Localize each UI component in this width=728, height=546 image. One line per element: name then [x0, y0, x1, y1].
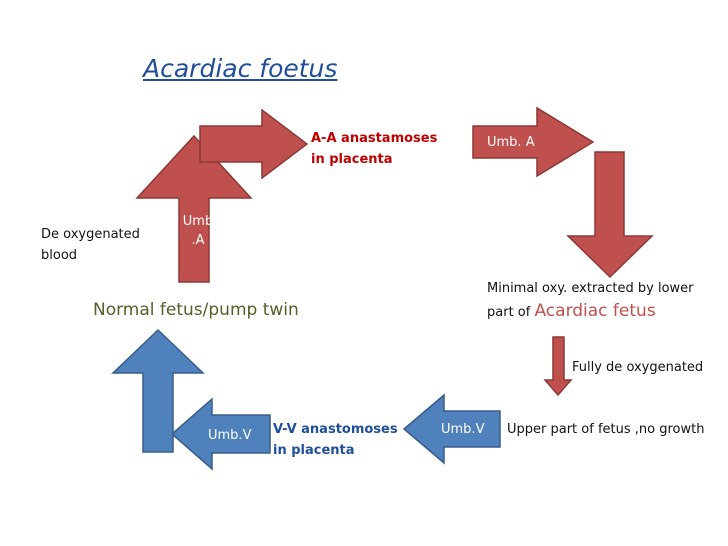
page-title: Acardiac foetus	[143, 54, 338, 83]
vv-anastomoses-label: V-V anastomoses in placenta	[273, 422, 398, 458]
arrow-down-small-icon	[543, 336, 573, 397]
aa-anastamoses-label: A-A anastamoses in placenta	[311, 131, 438, 167]
umb-v-right-label: Umb.V	[441, 422, 485, 437]
arrow-up-blue-icon	[111, 328, 205, 453]
arrow-right-top-right-icon	[472, 106, 595, 178]
umb-v-left-label: Umb.V	[208, 428, 252, 443]
arrow-left-right-icon	[402, 393, 501, 465]
normal-fetus-label: Normal fetus/pump twin	[93, 300, 299, 320]
minimal-oxy-label: Minimal oxy. extracted by lower part of …	[487, 281, 694, 321]
deoxygenated-blood-label: De oxygenated blood	[41, 227, 140, 263]
umb-a-left-label: Umb .A	[182, 214, 214, 248]
upper-part-label: Upper part of fetus ,no growth	[507, 422, 705, 437]
arrow-left-left-icon	[170, 397, 271, 471]
arrow-down-right-icon	[566, 151, 654, 279]
fully-deoxygenated-label: Fully de oxygenated	[572, 360, 704, 375]
arrow-right-top-left-icon	[199, 108, 309, 180]
arrow-up-left-icon	[135, 134, 253, 283]
acardiac-fetus-emphasis: Acardiac fetus	[534, 301, 656, 321]
umb-a-right-label: Umb. A	[487, 135, 535, 150]
